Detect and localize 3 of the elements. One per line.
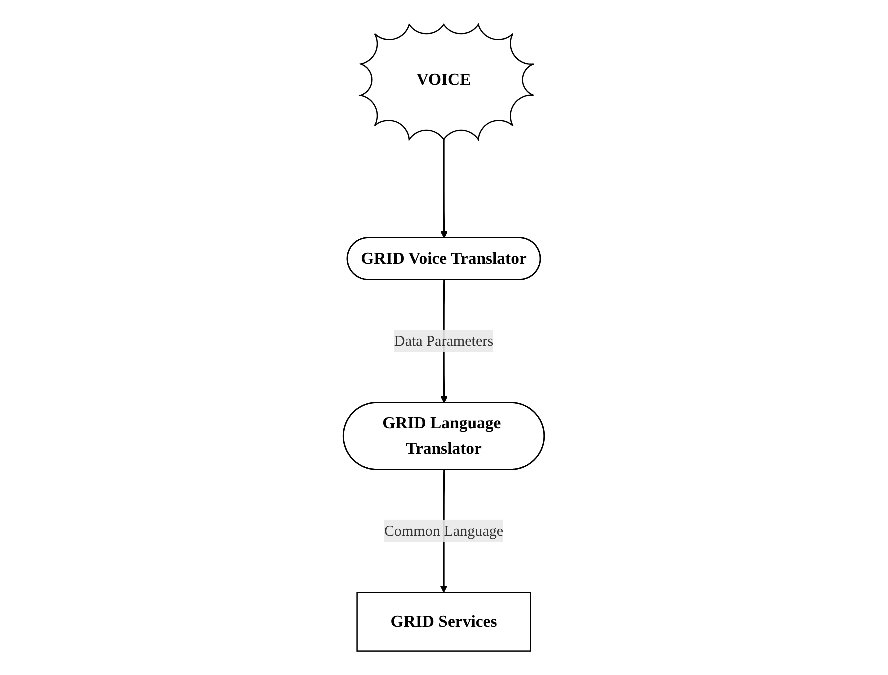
edge-label: Common Language bbox=[384, 522, 504, 539]
edge-label: Data Parameters bbox=[394, 332, 494, 349]
node-box: GRID Services bbox=[356, 592, 532, 652]
